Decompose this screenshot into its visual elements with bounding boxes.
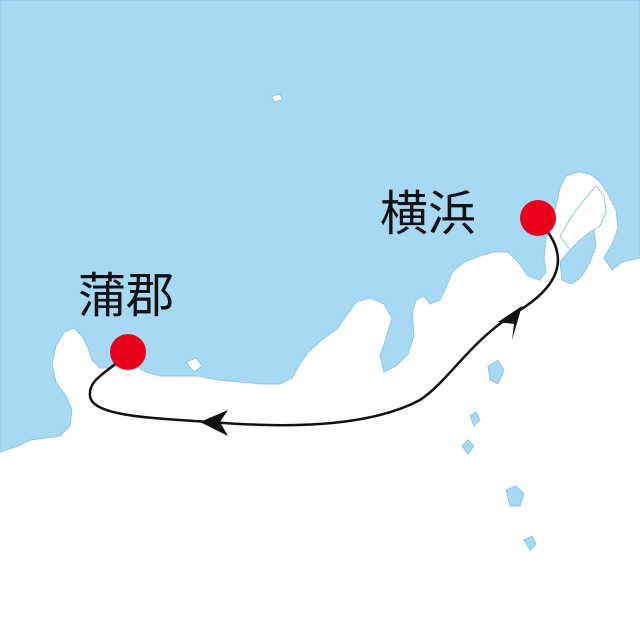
island: [505, 485, 525, 507]
sea-area: [0, 0, 640, 453]
gamagori-label: 蒲郡: [78, 268, 174, 324]
island: [523, 535, 537, 551]
route-arrow-toward-yokohama: [498, 306, 522, 340]
peninsula-land: [559, 185, 607, 251]
islet: [185, 357, 203, 373]
yokohama-marker[interactable]: [520, 200, 556, 236]
yokohama-label: 横浜: [380, 186, 476, 242]
route-arrow-toward-gamagori: [200, 410, 228, 436]
island: [487, 359, 505, 385]
island: [461, 439, 475, 455]
gamagori-marker[interactable]: [110, 334, 146, 370]
route-line: [88, 224, 560, 427]
island: [469, 411, 481, 427]
islet: [271, 93, 283, 103]
